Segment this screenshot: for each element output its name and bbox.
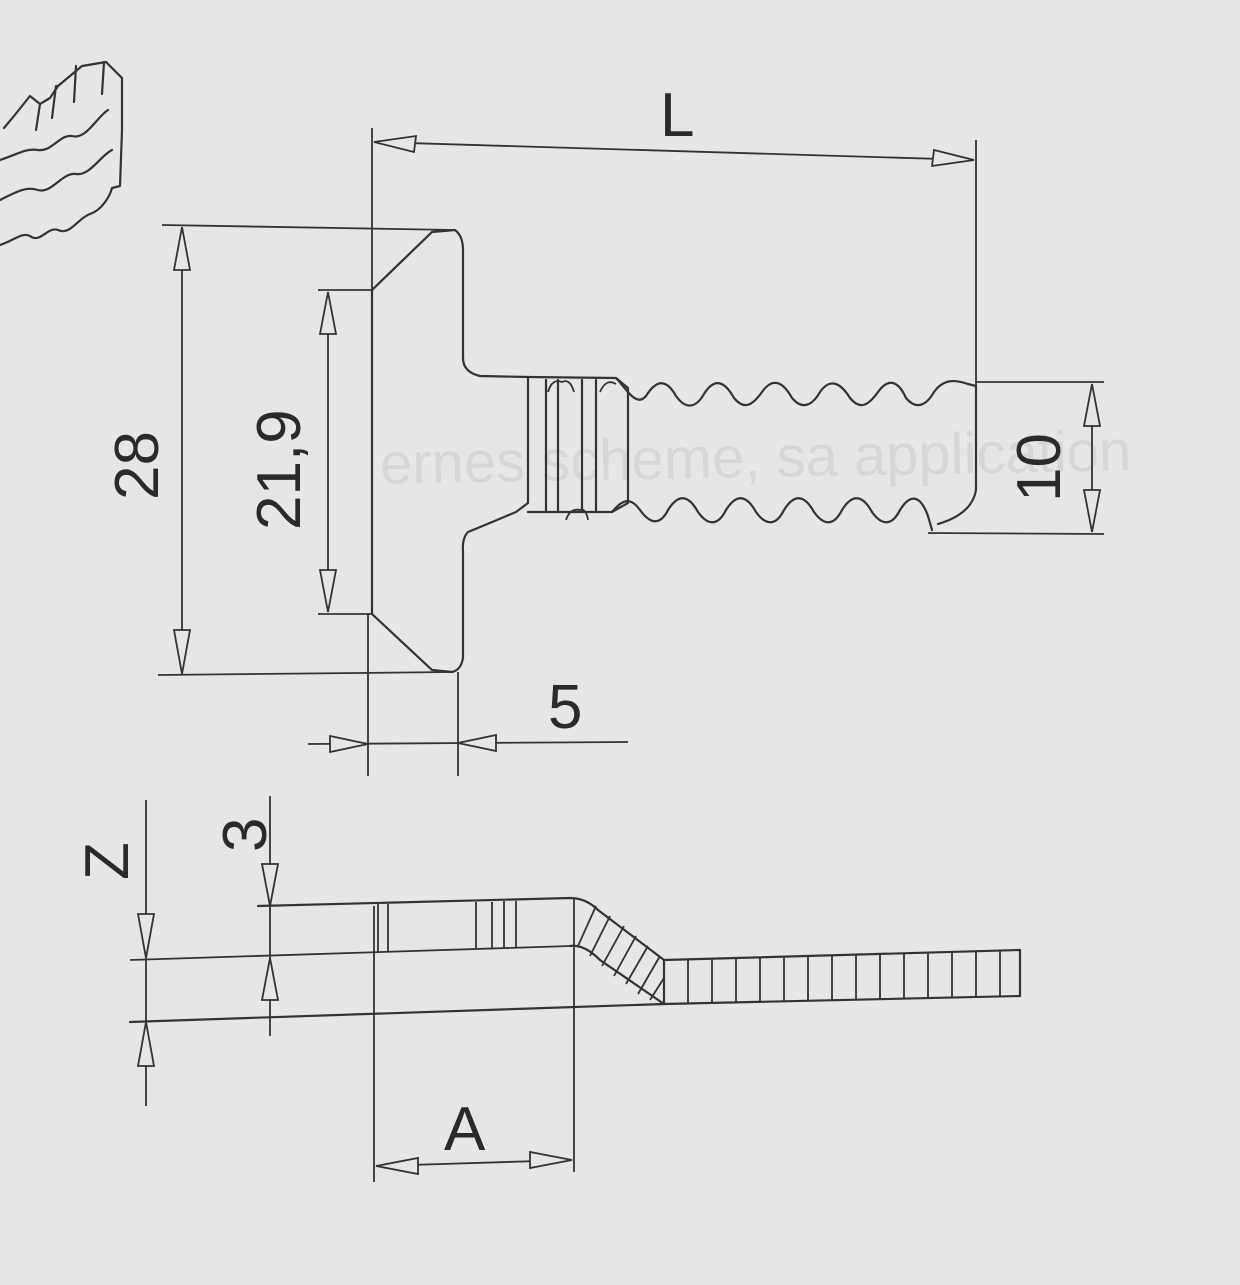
dimension-28: 28 [103, 224, 456, 676]
label-L: L [660, 81, 694, 150]
dimension-L: L [371, 81, 977, 386]
dimension-10: 10 [927, 381, 1105, 535]
dimension-21-9: 21,9 [245, 289, 372, 615]
label-28: 28 [103, 431, 172, 500]
label-A: A [444, 1095, 486, 1164]
label-3: 3 [211, 818, 280, 852]
contact-top-view [370, 228, 978, 674]
label-5: 5 [548, 673, 582, 742]
partial-serrated-part [0, 60, 124, 247]
contact-side-view [128, 896, 1022, 1024]
label-10: 10 [1005, 433, 1074, 502]
show-through-text: ernes scheme, sa application [379, 418, 1131, 496]
label-21-9: 21,9 [245, 409, 314, 530]
label-Z: Z [73, 842, 142, 880]
dimension-A: A [373, 898, 575, 1182]
dimension-5: 5 [307, 614, 629, 776]
dimension-Z: Z [73, 800, 156, 1106]
dimension-3: 3 [211, 796, 280, 1036]
